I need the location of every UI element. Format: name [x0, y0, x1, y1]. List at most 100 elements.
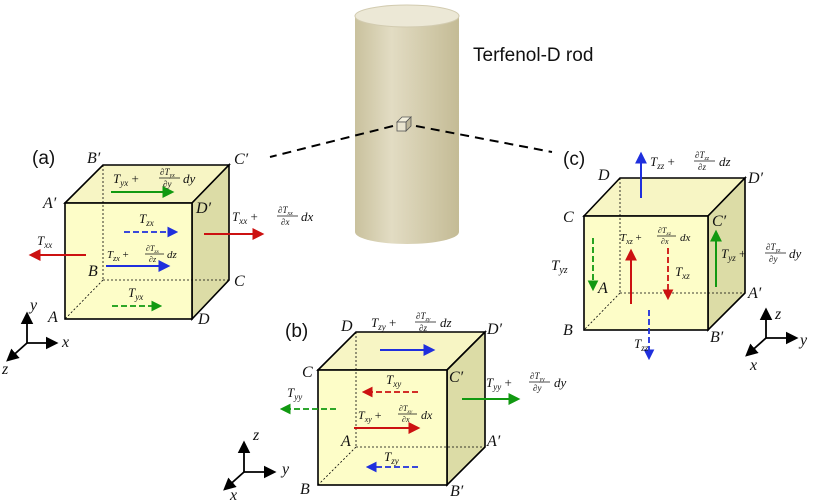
axes-a — [6, 311, 59, 362]
axis-a-y: y — [28, 297, 38, 314]
vertex-c-D-prime: D′ — [747, 170, 764, 187]
diff-b-T-xy: dx — [421, 408, 433, 422]
vertex-b-A: A — [340, 433, 351, 450]
axes-c — [745, 307, 799, 357]
svg-text:∂z: ∂z — [698, 162, 706, 172]
label-c-T-xz-plus: Txz + — [620, 232, 642, 246]
fraction-c-T-xz: ∂Txz ∂x — [657, 226, 676, 246]
diff-a-T-xx: dx — [301, 209, 314, 224]
cube-b-hidden-edges — [317, 332, 485, 486]
vertex-c-D: D — [597, 167, 610, 184]
axis-b-z: z — [252, 427, 260, 444]
vertex-a-D: D — [197, 311, 210, 328]
connector-line-right — [415, 125, 553, 153]
vertex-a-A-prime: A′ — [42, 195, 57, 212]
vertex-a-C: C — [234, 273, 245, 290]
svg-text:∂Tzx: ∂Tzx — [146, 244, 160, 255]
fraction-b-T-xy: ∂Txy ∂x — [398, 404, 417, 424]
cube-a-front — [64, 202, 193, 320]
terfenol-rod — [354, 4, 460, 244]
axis-a-x: x — [61, 334, 69, 351]
svg-text:∂Txx: ∂Txx — [278, 205, 293, 217]
panel-a-tag: (a) — [32, 148, 55, 169]
vertex-b-B: B — [300, 481, 310, 498]
diff-a-T-zx: dz — [167, 249, 178, 261]
label-b-T-yy: Tyy — [287, 385, 302, 402]
fraction-a-T-zx: ∂Tzx ∂z — [145, 244, 164, 264]
fraction-b-T-yy: ∂Tyy ∂y — [529, 371, 550, 393]
label-a-T-yx-plus: Tyx + — [113, 171, 139, 188]
diff-a-T-yx: dy — [183, 171, 196, 186]
label-b-T-yy-plus: Tyy + — [486, 375, 512, 392]
diff-c-T-yz: dy — [789, 246, 802, 261]
fraction-b-T-zy: ∂Tzy ∂z — [415, 311, 436, 333]
vertex-c-C: C — [563, 209, 574, 226]
svg-text:∂x: ∂x — [402, 415, 410, 424]
axis-b-x: x — [229, 487, 237, 503]
vertex-a-B-prime: B′ — [87, 150, 101, 167]
vertex-a-C-prime: C′ — [234, 151, 249, 168]
diff-b-T-yy: dy — [554, 375, 567, 390]
panel-c: (c) Tzz + ∂Tzz ∂z dz Txz + ∂Txz — [551, 149, 808, 374]
vertex-c-B: B — [563, 322, 573, 339]
fraction-a-T-xx: ∂Txx ∂x — [277, 205, 298, 227]
rod-sample-cube — [396, 116, 412, 132]
svg-text:∂Tzz: ∂Tzz — [695, 150, 710, 162]
svg-text:∂x: ∂x — [281, 217, 289, 227]
label-c-T-yz-plus: Tyz + — [721, 246, 746, 263]
vertex-c-A-prime: A′ — [747, 285, 762, 302]
fraction-c-T-yz: ∂Tyz ∂y — [765, 242, 786, 264]
svg-text:∂Tzy: ∂Tzy — [416, 311, 431, 323]
axis-b-y: y — [280, 461, 290, 478]
svg-text:∂Tyy: ∂Tyy — [530, 371, 545, 383]
vertex-b-C-prime: C′ — [449, 369, 464, 386]
rod-label: Terfenol-D rod — [473, 45, 593, 66]
label-c-T-zz: Tzz — [634, 336, 649, 353]
fraction-c-T-zz: ∂Tzz ∂z — [694, 150, 715, 172]
label-a-T-zx-plus: Tzx + — [107, 249, 129, 263]
panel-a: (a) Tyx + ∂Tyx ∂y dy Tzx — [1, 148, 314, 378]
label-b-T-xy-plus: Txy + — [358, 408, 382, 424]
label-c-T-xz: Txz — [675, 264, 690, 281]
vertex-a-B: B — [88, 263, 98, 280]
cube-c-front — [583, 215, 709, 331]
svg-text:∂y: ∂y — [769, 254, 777, 264]
svg-text:∂z: ∂z — [419, 323, 427, 333]
svg-text:∂y: ∂y — [533, 383, 541, 393]
svg-text:∂Txy: ∂Txy — [399, 404, 413, 415]
diff-c-T-xz: dx — [680, 232, 691, 244]
label-a-T-xx-plus: Txx + — [232, 209, 258, 226]
vertex-c-B-prime: B′ — [710, 329, 724, 346]
vertex-a-A: A — [47, 309, 58, 326]
cube-a-hidden-edges — [64, 165, 229, 320]
vertex-b-A-prime: A′ — [486, 433, 501, 450]
vertex-a-D-prime: D′ — [195, 200, 212, 217]
svg-text:∂x: ∂x — [661, 237, 669, 246]
label-a-T-xx: Txx — [37, 233, 52, 250]
panel-b: (b) Tzy + ∂Tzy ∂z dz Txy Txy + — [223, 311, 567, 503]
fraction-a-T-yx: ∂Tyx ∂y — [159, 167, 180, 189]
vertex-c-A: A — [597, 280, 608, 297]
cube-c-hidden-edges — [583, 178, 745, 331]
vertex-b-B-prime: B′ — [450, 483, 464, 500]
svg-text:∂Tyz: ∂Tyz — [766, 242, 781, 254]
label-a-T-zx: Tzx — [139, 211, 154, 228]
label-b-T-zy-plus: Tzy + — [371, 315, 396, 332]
axis-c-x: x — [749, 357, 757, 374]
svg-text:∂Tyx: ∂Tyx — [160, 167, 175, 179]
svg-text:∂y: ∂y — [163, 179, 171, 189]
connector-line-left — [269, 125, 394, 158]
diff-b-T-zy: dz — [440, 315, 452, 330]
vertex-b-C: C — [302, 364, 313, 381]
label-b-T-zy: Tzy — [384, 449, 399, 466]
vertex-b-D: D — [340, 318, 353, 335]
label-c-T-zz-plus: Tzz + — [650, 154, 675, 171]
axes-b — [223, 440, 277, 491]
svg-text:∂z: ∂z — [149, 255, 157, 264]
diff-c-T-zz: dz — [719, 154, 731, 169]
vertex-b-D-prime: D′ — [486, 321, 503, 338]
axis-c-y: y — [798, 332, 808, 349]
label-a-T-yx: Tyx — [128, 285, 143, 302]
label-b-T-xy: Txy — [386, 372, 401, 389]
